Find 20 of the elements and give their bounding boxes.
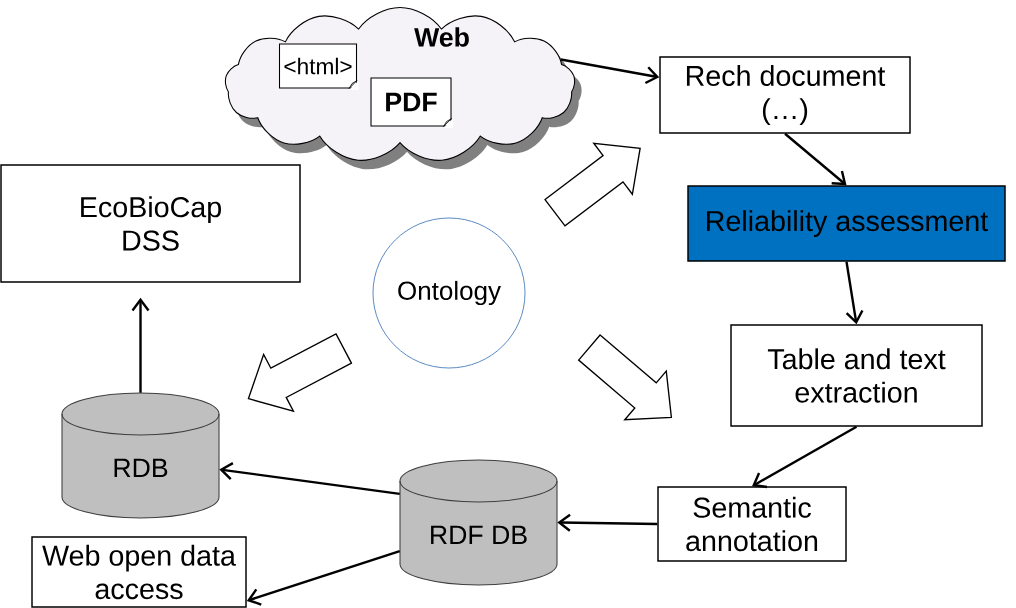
database-cylinder: RDF DB [399,459,558,586]
arrow [131,297,150,393]
process-box: Reliability assessment [687,185,1006,262]
ellipse-node: Ontology [372,217,526,369]
process-box: Web open data access [31,536,247,608]
process-box: Rech document (…) [659,56,911,134]
block-arrow [544,142,641,227]
process-box: Table and text extraction [730,324,983,427]
arrow [246,550,401,606]
arrow [752,425,858,489]
process-box: Semantic annotation [657,486,847,562]
arrow [219,462,400,496]
arrow [784,132,847,186]
arrow [557,513,658,532]
arrow [560,58,660,85]
process-box: EcoBioCap DSS [0,164,301,283]
arrow [845,261,864,325]
database-cylinder: RDB [61,392,220,519]
document-sheet: PDF [370,77,454,129]
document-sheet: <html> [278,43,359,91]
